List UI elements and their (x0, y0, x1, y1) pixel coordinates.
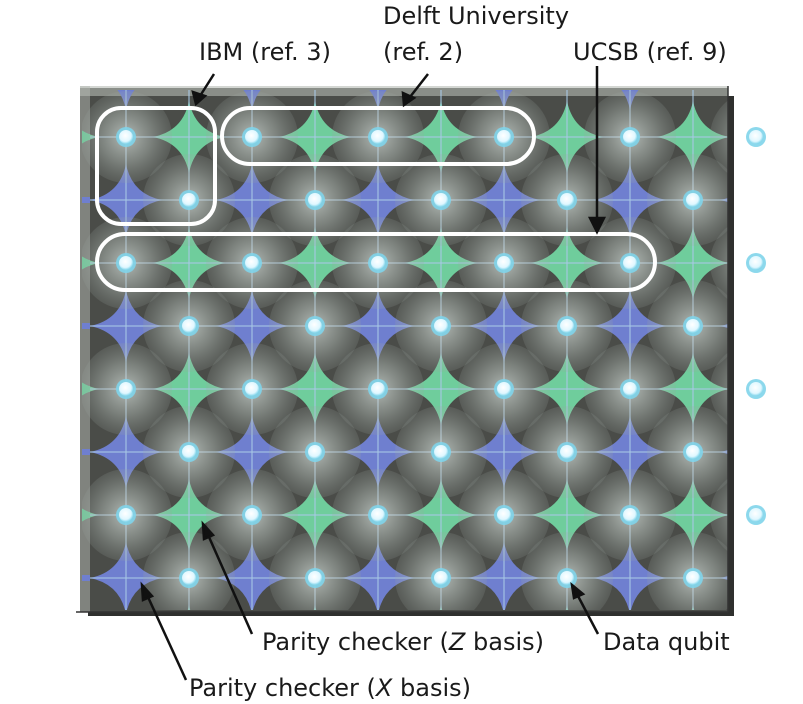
data-qubit (497, 508, 511, 522)
delft-label-line1: Delft University (383, 2, 569, 30)
ucsb-label: UCSB (ref. 9) (573, 38, 727, 66)
data-qubit (371, 256, 385, 270)
data-qubit (371, 382, 385, 396)
ibm-arrowhead (191, 90, 208, 107)
data-qubit (434, 571, 448, 585)
data-qubit (434, 193, 448, 207)
data-qubit (245, 508, 259, 522)
qubit-glow (710, 100, 728, 174)
delft-outline (220, 106, 536, 166)
ucsb-outline (95, 232, 657, 292)
parity-z-arrowhead (201, 520, 216, 541)
data-qubit (686, 445, 700, 459)
data-qubit (623, 508, 637, 522)
delft-arrowhead (401, 90, 417, 108)
data-qubit (560, 193, 574, 207)
data-qubit (560, 571, 574, 585)
data-qubit (686, 193, 700, 207)
parity-checker-z (783, 353, 803, 425)
data-qubit (119, 382, 133, 396)
data-qubit (434, 319, 448, 333)
data-qubit (686, 571, 700, 585)
data-qubit (308, 193, 322, 207)
data-qubit (371, 508, 385, 522)
qubit-glow (710, 226, 728, 300)
qubit-glow-layer (82, 91, 728, 610)
data-qubit-label: Data qubit (603, 628, 730, 656)
data-qubit (749, 508, 763, 522)
data-qubit (119, 508, 133, 522)
ucsb-arrowhead (587, 216, 607, 235)
data-qubit (623, 382, 637, 396)
parity-z-pre: Parity checker ( (262, 628, 449, 656)
data-qubit-arrowhead (570, 581, 586, 600)
data-qubit (245, 382, 259, 396)
parity-checker-z (783, 605, 803, 677)
parity-z-label: Parity checker (Z basis) (262, 628, 544, 656)
parity-z-post: basis) (465, 628, 544, 656)
qubit-glow (710, 478, 728, 552)
data-qubit (308, 571, 322, 585)
data-qubit (119, 130, 133, 144)
parity-x-var: X (374, 674, 393, 702)
data-qubit (308, 445, 322, 459)
parity-x-label: Parity checker (X basis) (189, 674, 471, 702)
data-qubit (371, 130, 385, 144)
data-qubit (182, 319, 196, 333)
board-left-edge (80, 86, 90, 612)
data-qubit (749, 382, 763, 396)
data-qubit (182, 445, 196, 459)
data-qubit (308, 319, 322, 333)
data-qubit (749, 130, 763, 144)
data-qubit (245, 256, 259, 270)
parity-checker-z (783, 479, 803, 551)
data-qubit (182, 193, 196, 207)
data-qubit-layer (116, 127, 766, 588)
data-qubit (497, 130, 511, 144)
parity-checker-z (783, 227, 803, 299)
qubit-glow (710, 352, 728, 426)
data-qubit (560, 445, 574, 459)
data-qubit (497, 256, 511, 270)
data-qubit (686, 319, 700, 333)
data-qubit (560, 319, 574, 333)
data-qubit (245, 130, 259, 144)
data-qubit (749, 256, 763, 270)
data-qubit (119, 256, 133, 270)
data-qubit (182, 571, 196, 585)
parity-x-post: basis) (392, 674, 471, 702)
data-qubit (434, 445, 448, 459)
ibm-outline (95, 106, 217, 226)
ibm-label: IBM (ref. 3) (199, 38, 331, 66)
data-qubit (497, 382, 511, 396)
parity-checker-z (783, 101, 803, 173)
parity-z-var: Z (448, 628, 466, 656)
delft-label-line2: (ref. 2) (383, 38, 463, 66)
arrows (140, 66, 607, 681)
data-qubit (623, 130, 637, 144)
parity-x-pre: Parity checker ( (189, 674, 376, 702)
data-qubit (623, 256, 637, 270)
parity-x-arrowhead (140, 581, 155, 602)
board-top-edge (80, 86, 728, 96)
